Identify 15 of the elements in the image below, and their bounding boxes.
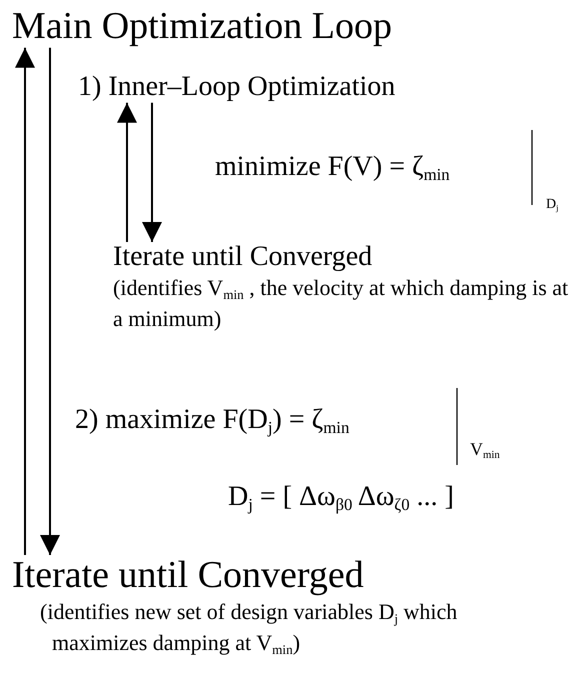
arrow <box>40 48 60 555</box>
step-heading: Iterate until Converged <box>113 242 374 273</box>
equation: D$_{j}$ = [ Δω$_{β0}$ Δω$_{ζ0}$ ... ] <box>228 482 454 514</box>
step-heading: Main Optimization Loop <box>12 6 392 48</box>
evaluation-subscript: V$_{min}$ <box>470 440 500 462</box>
equation: minimize F(V) = ζ$_{min}$ <box>215 152 450 184</box>
step-note: (identifies V$_{min}$ , the velocity at which damping is at a minimum) <box>113 274 570 334</box>
arrow <box>142 102 162 242</box>
arrow <box>117 102 137 242</box>
arrow <box>15 48 35 555</box>
evaluation-subscript: D$_{j}$ <box>546 197 558 213</box>
step-heading: Iterate until Converged <box>12 555 365 597</box>
equation: 2) maximize F(D$_{j}$) = ζ$_{min}$ <box>75 405 350 438</box>
step-note: (identifies new set of design variables D$_{j}$ which maximizes damping at V$_{min}$) <box>39 598 458 660</box>
step-heading: 1) Inner–Loop Optimization <box>78 72 396 103</box>
